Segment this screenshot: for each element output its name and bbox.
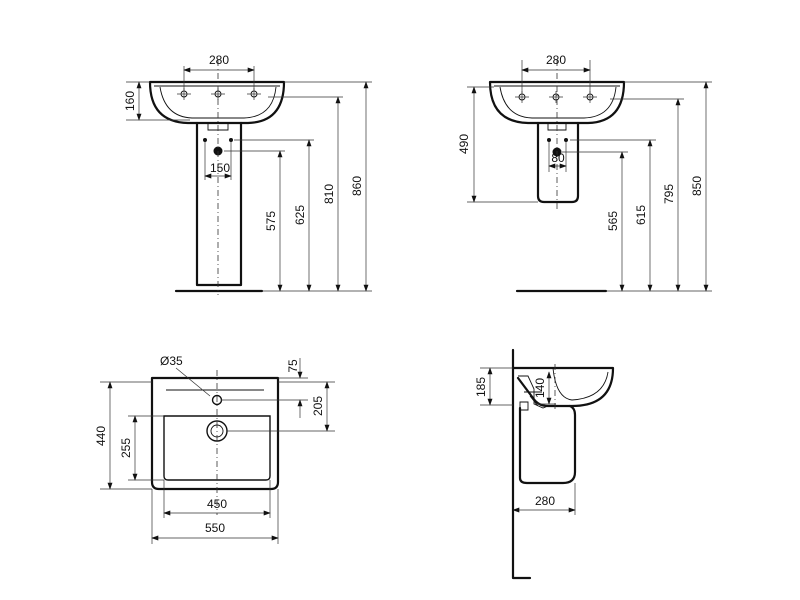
tap-hole-markers [515,91,597,103]
dim-spacing-80: 80 [551,151,565,165]
dim-width-550: 550 [205,521,225,535]
basin-inner-profile [552,367,609,401]
dim-height-565: 565 [606,211,620,231]
dim-depth-255: 255 [119,438,133,458]
basin-outer-outline [150,376,280,491]
trap-box [519,401,529,411]
dim-height-490: 490 [457,134,471,154]
dim-height-140: 140 [533,378,547,398]
dim-height-160: 160 [123,91,137,111]
dim-depth-205: 205 [311,396,325,416]
dim-width-280: 280 [209,53,229,67]
semi-pedestal-front-view: 280 490 80 565 615 795 850 [457,53,712,293]
dim-height-795: 795 [662,184,676,204]
tap-hole-markers [177,88,261,100]
dim-offset-75: 75 [286,359,300,373]
dim-height-185: 185 [474,377,488,397]
dim-spacing-150: 150 [210,161,230,175]
top-view: Ø35 75 205 440 255 450 550 [94,354,335,544]
supply-point-right [564,138,568,142]
basin-side-outline [511,366,615,408]
basin-inner-curve [499,86,617,119]
dim-height-575: 575 [264,211,278,231]
semi-pedestal-outline [536,121,580,204]
dim-depth-280: 280 [535,494,555,508]
supply-point-left [547,138,551,142]
dim-depth-440: 440 [94,426,108,446]
side-view: 185 140 280 [474,348,615,580]
dim-height-860: 860 [350,176,364,196]
dim-height-615: 615 [634,205,648,225]
dim-height-850: 850 [690,176,704,196]
pedestal-outline [195,121,243,287]
dim-height-625: 625 [293,205,307,225]
basin-outline [148,80,286,125]
wall-line [511,348,532,580]
supply-point-right [229,138,233,142]
dim-width-280: 280 [546,53,566,67]
dim-height-810: 810 [322,184,336,204]
pedestal-front-view: 280 160 150 575 625 810 860 [123,53,372,295]
supply-point-left [203,138,207,142]
dim-width-450: 450 [207,497,227,511]
semi-pedestal-side-outline [518,404,577,485]
basin-outline [488,80,626,125]
dim-hole-diameter: Ø35 [160,354,183,368]
